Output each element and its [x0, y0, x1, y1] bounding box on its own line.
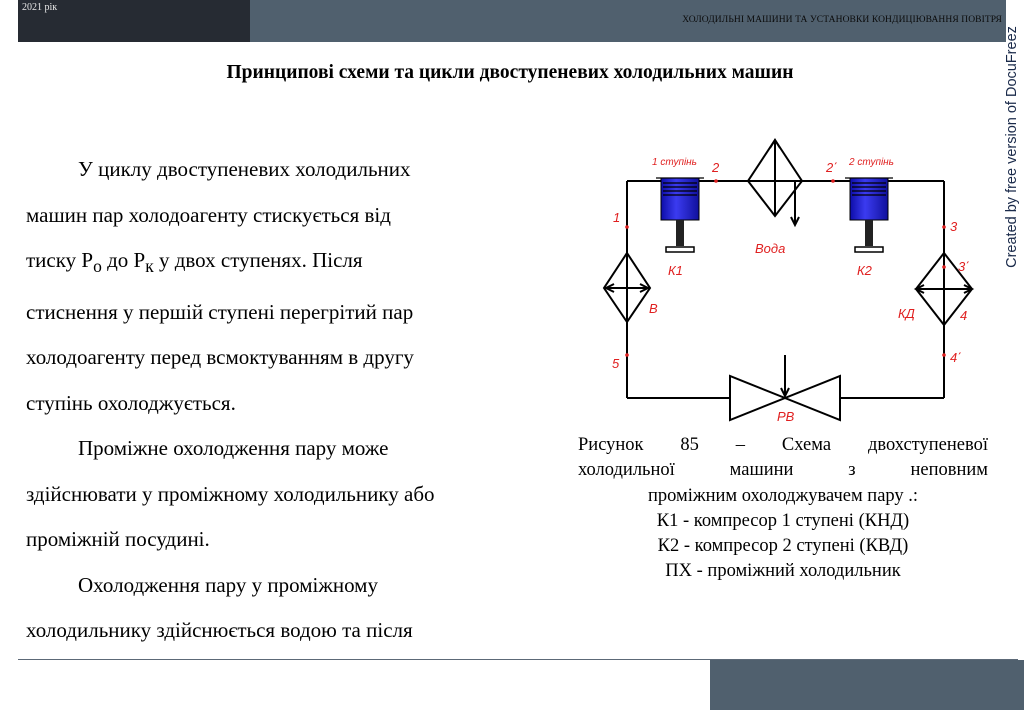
expansion-valve-rv [729, 355, 841, 422]
text-line: здійснювати у проміжному холодильнику аб… [26, 481, 435, 506]
caption-line: К1 - компресор 1 ступені (КНД) [656, 510, 910, 531]
header-year: 2021 рік [22, 2, 58, 13]
page-title: Принципові схеми та цикли двоступеневих … [226, 62, 794, 83]
point-label-2prime: 2΄ [825, 160, 838, 175]
header-course-title: ХОЛОДИЛЬНІ МАШИНИ ТА УСТАНОВКИ КОНДИЦІЮВ… [682, 15, 1002, 25]
kd-label: КД [898, 306, 915, 321]
stage2-label: 2 ступінь [848, 157, 894, 168]
intercooler [746, 138, 804, 228]
point-label-4prime: 4΄ [950, 350, 962, 365]
caption-line: ПХ - проміжний холодильник [665, 561, 901, 582]
point-label-2: 2 [711, 160, 720, 175]
rv-label: РВ [777, 409, 795, 424]
footer-divider [18, 659, 1018, 660]
point-label-4: 4 [960, 308, 967, 323]
text-line: Охолодження пару у проміжному [78, 572, 378, 597]
text-line: холодильнику здійснюється водою та після [26, 618, 413, 643]
point-label-3: 3 [950, 219, 958, 234]
caption-line: проміжним охолоджувачем пару .: [647, 485, 919, 506]
circuit-lines [626, 180, 945, 399]
caption-line: холодильної машини з неповним [578, 460, 988, 481]
header-dark-block: 2021 рік [18, 0, 250, 42]
text-line: холодоагенту перед всмоктуванням в другу [26, 345, 414, 370]
point-label-5: 5 [612, 356, 620, 371]
figure-caption: Рисунок 85 – Схема двохступеневої холоди… [578, 433, 988, 585]
text-line: стиснення у першій ступені перегрітий па… [26, 299, 414, 324]
compressor-k2 [845, 177, 893, 253]
water-label: Вода [755, 241, 785, 256]
point-markers [625, 179, 946, 357]
k2-label: К2 [857, 263, 873, 278]
text-line: машин пар холодоагенту стискується від [26, 202, 391, 227]
evaporator-v [602, 251, 652, 324]
text-line: Проміжне охолодження пару може [78, 436, 389, 461]
caption-line: Рисунок 85 – Схема двохступеневої [578, 435, 988, 455]
header-band: ХОЛОДИЛЬНІ МАШИНИ ТА УСТАНОВКИ КОНДИЦІЮВ… [250, 0, 1006, 42]
point-label-1: 1 [613, 210, 620, 225]
stage1-label: 1 ступінь [652, 157, 697, 168]
text-line: проміжній посудині. [26, 527, 210, 552]
text-line: ступінь охолоджується. [26, 390, 236, 415]
compressor-k1 [656, 177, 704, 253]
point-label-3prime: 3΄ [958, 259, 970, 274]
body-text: У циклу двоступеневих холодильних машин … [26, 147, 566, 654]
footer-block [710, 660, 1024, 710]
text-line: У циклу двоступеневих холодильних [78, 157, 411, 181]
text-line-pressure: тиску Ро до Рк у двох ступенях. Після [26, 248, 363, 277]
condenser-kd [913, 251, 975, 327]
v-label: В [649, 301, 658, 316]
caption-line: К2 - компресор 2 ступені (КВД) [657, 536, 909, 557]
k1-label: К1 [668, 263, 683, 278]
